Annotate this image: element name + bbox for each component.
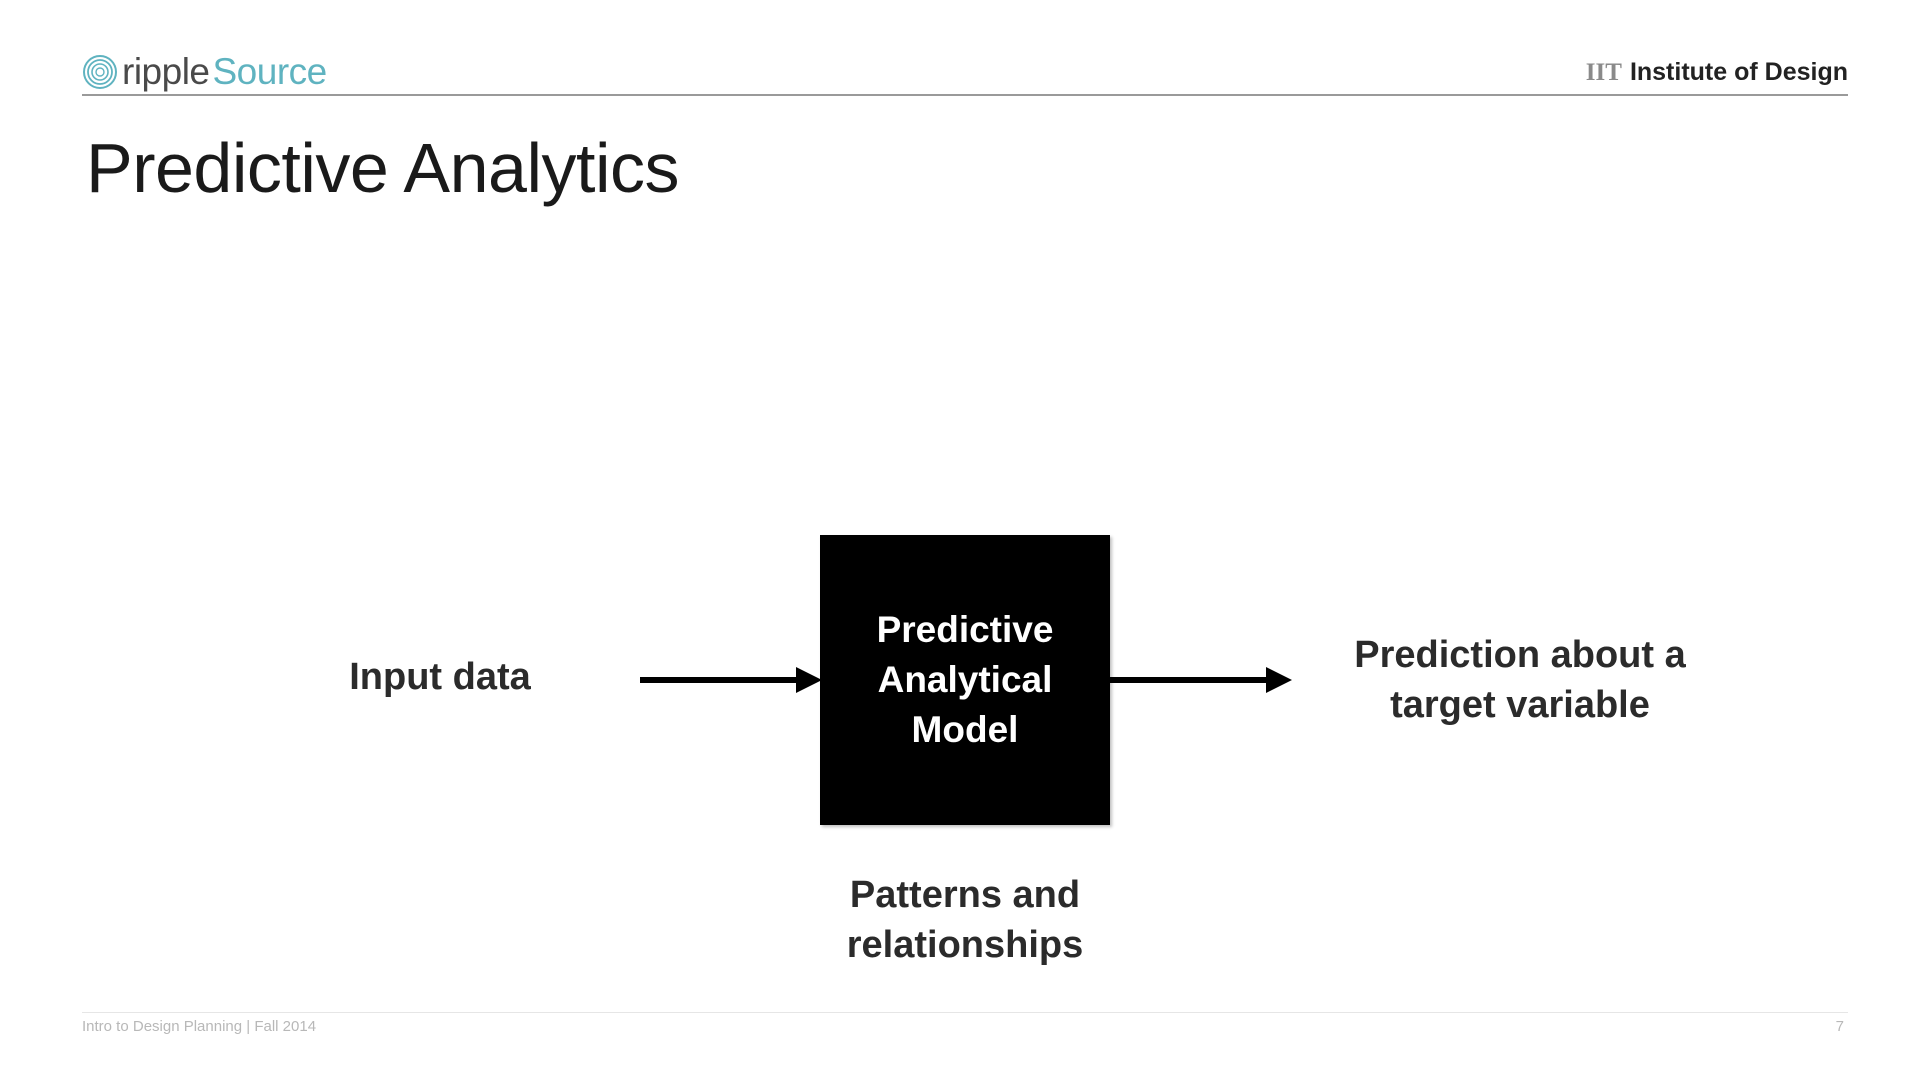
model-line: Analytical xyxy=(877,659,1053,700)
ripplesource-logo: ripple Source xyxy=(82,51,328,92)
footer-course-info: Intro to Design Planning | Fall 2014 xyxy=(82,1018,317,1035)
header-divider xyxy=(82,94,1848,96)
slide-title: Predictive Analytics xyxy=(86,129,680,207)
iit-abbreviation: IIT xyxy=(1585,59,1622,86)
input-data-label: Input data xyxy=(349,656,531,698)
logo-text-ripple: ripple xyxy=(122,51,210,92)
input-to-model-arrow xyxy=(640,667,822,693)
prediction-line: target variable xyxy=(1390,684,1650,726)
ripple-spiral-icon xyxy=(83,55,117,89)
model-to-prediction-arrow xyxy=(1110,667,1292,693)
patterns-line: Patterns and xyxy=(849,874,1081,916)
model-line: Model xyxy=(911,709,1019,750)
prediction-line: Prediction about a xyxy=(1354,634,1686,676)
iit-institute-logo: IIT Institute of Design xyxy=(1586,58,1848,87)
patterns-line: relationships xyxy=(846,924,1084,966)
logo-text-source: Source xyxy=(212,51,328,92)
patterns-label: Patterns and relationships xyxy=(815,870,1115,970)
institute-name: Institute of Design xyxy=(1629,58,1848,86)
footer-divider xyxy=(82,1012,1848,1013)
predictive-model-box: Predictive Analytical Model xyxy=(820,535,1110,825)
slide-page-number: 7 xyxy=(1835,1018,1844,1035)
model-line: Predictive xyxy=(876,609,1054,650)
model-box-text: Predictive Analytical Model xyxy=(840,605,1090,755)
prediction-label: Prediction about a target variable xyxy=(1320,630,1720,730)
